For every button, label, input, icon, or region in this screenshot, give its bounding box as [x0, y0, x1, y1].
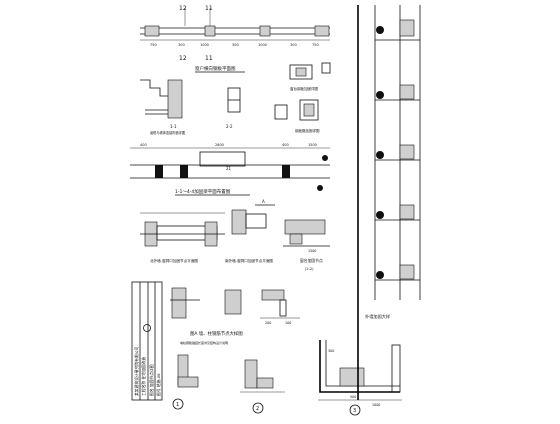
dim-top-4: 300: [232, 43, 239, 47]
figure-a: 图A 墙、柱钢筋节点大样图 墙柱钢筋锚固长度详见结构设计说明 200 100: [170, 287, 300, 345]
dim-top-6: 300: [290, 43, 297, 47]
axis-label-11b: 11: [205, 55, 213, 62]
north-plan-title: 北外墙-窗洞口加固节点平面图: [150, 258, 198, 263]
axis-label-11: 11: [205, 5, 213, 12]
section-2-2-label: 2-2: [226, 124, 233, 129]
beam-dim-1: 400: [140, 143, 147, 147]
dim-500: 500: [350, 395, 356, 399]
section-1-1-label: 1-1: [170, 124, 177, 129]
dim-top-3: 1000: [200, 43, 209, 47]
fig-a-title: 图A 墙、柱钢筋节点大样图: [190, 330, 243, 337]
beam-dim-3: 400: [282, 143, 289, 147]
axis-label-12b: 12: [179, 55, 187, 62]
title-line-3: 图名 加固节点详图: [149, 364, 154, 396]
sill-detail-title: 窗台加固节点: [300, 258, 323, 263]
title-line-1: 某某建筑设计研究院有限公司: [134, 346, 139, 396]
dim-200: 200: [265, 321, 271, 325]
ref-A: A: [262, 199, 265, 204]
right-strip-label: 外墙加固大样: [365, 313, 390, 320]
bottom-detail-2: 2: [240, 359, 285, 414]
detail-circle-3: 3: [353, 408, 356, 414]
title-block: 某某建筑设计研究院有限公司 工程名称 住宅加固改造 图名 加固节点详图 图号 结…: [131, 281, 163, 401]
dim-300: 300: [328, 349, 334, 353]
axis-label-12: 12: [179, 5, 187, 12]
beam-dim-4: 1500: [308, 143, 317, 147]
dim-1000: 1000: [372, 403, 380, 407]
detail-small2-label: 钢板箍加固详图: [295, 128, 320, 133]
top-window-plan: 12 11 750 300 1000 300 1000 300 750 12 1…: [140, 5, 330, 73]
top-detail-cluster: 窗台钢板加固详图 钢板箍加固详图: [274, 62, 331, 133]
title-line-2: 工程名称 住宅加固改造: [141, 357, 146, 396]
beam-plan: 400 2800 400 1500 21 1-1～4-4加固梁平面布置图: [130, 143, 330, 196]
detail-circle-1: 1: [176, 402, 179, 408]
east-plan-title: 南外墙-窗洞口加固节点平面图: [225, 258, 273, 263]
section-1-1-note: 窗框与墙体连接构造详图: [150, 130, 185, 135]
section-1-1: 1-1 窗框与墙体连接构造详图 2-2: [140, 79, 241, 135]
top-plan-title: 窗户横向钢板平面图: [195, 65, 236, 72]
sill-detail-sub: (2-2): [305, 267, 314, 271]
dim-top-2: 300: [178, 43, 185, 47]
dim-top-7: 750: [312, 43, 319, 47]
opening-plans: 北外墙-窗洞口加固节点平面图 南外墙-窗洞口加固节点平面图 A 窗台加固节点 (…: [140, 199, 330, 271]
bottom-detail-3: 500 300 1000 3: [318, 340, 402, 416]
dim-top-1: 750: [150, 43, 157, 47]
bottom-detail-1: 1: [172, 354, 199, 410]
beam-plan-title: 1-1～4-4加固梁平面布置图: [175, 188, 231, 195]
beam-dim-2: 2800: [215, 143, 224, 147]
fig-a-sub: 墙柱钢筋锚固长度详见结构设计说明: [180, 340, 228, 345]
right-elevation: 外墙加固大样: [357, 5, 421, 400]
dim-1500: 1500: [308, 249, 316, 253]
title-line-4: 图号 结施-08: [156, 373, 161, 396]
dim-top-5: 1000: [258, 43, 267, 47]
dim-100: 100: [285, 321, 291, 325]
detail-small-label: 窗台钢板加固详图: [290, 86, 318, 91]
beam-ref-21: 21: [226, 166, 232, 171]
detail-circle-2: 2: [256, 406, 259, 412]
